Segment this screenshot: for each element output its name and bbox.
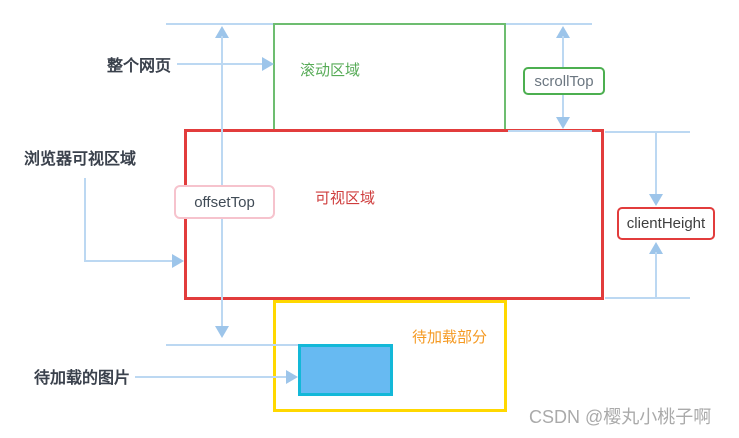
- offset-top-label: offsetTop: [194, 193, 255, 211]
- whole-page-arrow-line: [177, 63, 263, 65]
- client-height-upper-shaft: [655, 133, 657, 195]
- offset-top-arrow-shaft: [221, 36, 223, 328]
- browser-viewport-label: 浏览器可视区域: [24, 151, 137, 168]
- whole-page-label: 整个网页: [107, 58, 172, 75]
- viewport-connector-vline: [84, 178, 86, 261]
- whole-page-arrow-head-icon: [262, 57, 274, 71]
- pending-image-rect: [298, 344, 393, 396]
- offset-top-arrow-up-icon: [215, 26, 229, 38]
- viewport-connector-hline: [84, 260, 173, 262]
- client-height-top-line: [605, 131, 690, 133]
- client-height-arrow-down-icon: [649, 194, 663, 206]
- client-height-bottom-line: [605, 297, 690, 299]
- scroll-top-arrow-down-icon: [556, 117, 570, 129]
- client-height-pill: clientHeight: [617, 207, 715, 240]
- viewport-top-line: [508, 130, 592, 132]
- client-height-lower-shaft: [655, 252, 657, 298]
- offset-top-arrow-down-icon: [215, 326, 229, 338]
- image-top-line: [166, 344, 310, 346]
- scroll-top-pill: scrollTop: [523, 67, 605, 95]
- client-height-label: clientHeight: [626, 215, 706, 232]
- pending-image-arrow-head-icon: [286, 370, 298, 384]
- client-height-arrow-up-icon: [649, 242, 663, 254]
- pending-area-label: 待加载部分: [412, 329, 488, 346]
- visible-area-label: 可视区域: [315, 190, 376, 207]
- scroll-top-arrow-up-icon: [556, 26, 570, 38]
- pending-image-label: 待加载的图片: [34, 370, 131, 387]
- scroll-area-box: [273, 23, 506, 131]
- pending-image-arrow-line: [135, 376, 287, 378]
- scroll-top-label: scrollTop: [534, 72, 594, 90]
- offset-top-pill: offsetTop: [174, 185, 275, 219]
- watermark-text: CSDN @樱丸小桃子啊: [529, 407, 712, 427]
- viewport-connector-arrow-head-icon: [172, 254, 184, 268]
- scroll-area-label: 滚动区域: [300, 62, 361, 79]
